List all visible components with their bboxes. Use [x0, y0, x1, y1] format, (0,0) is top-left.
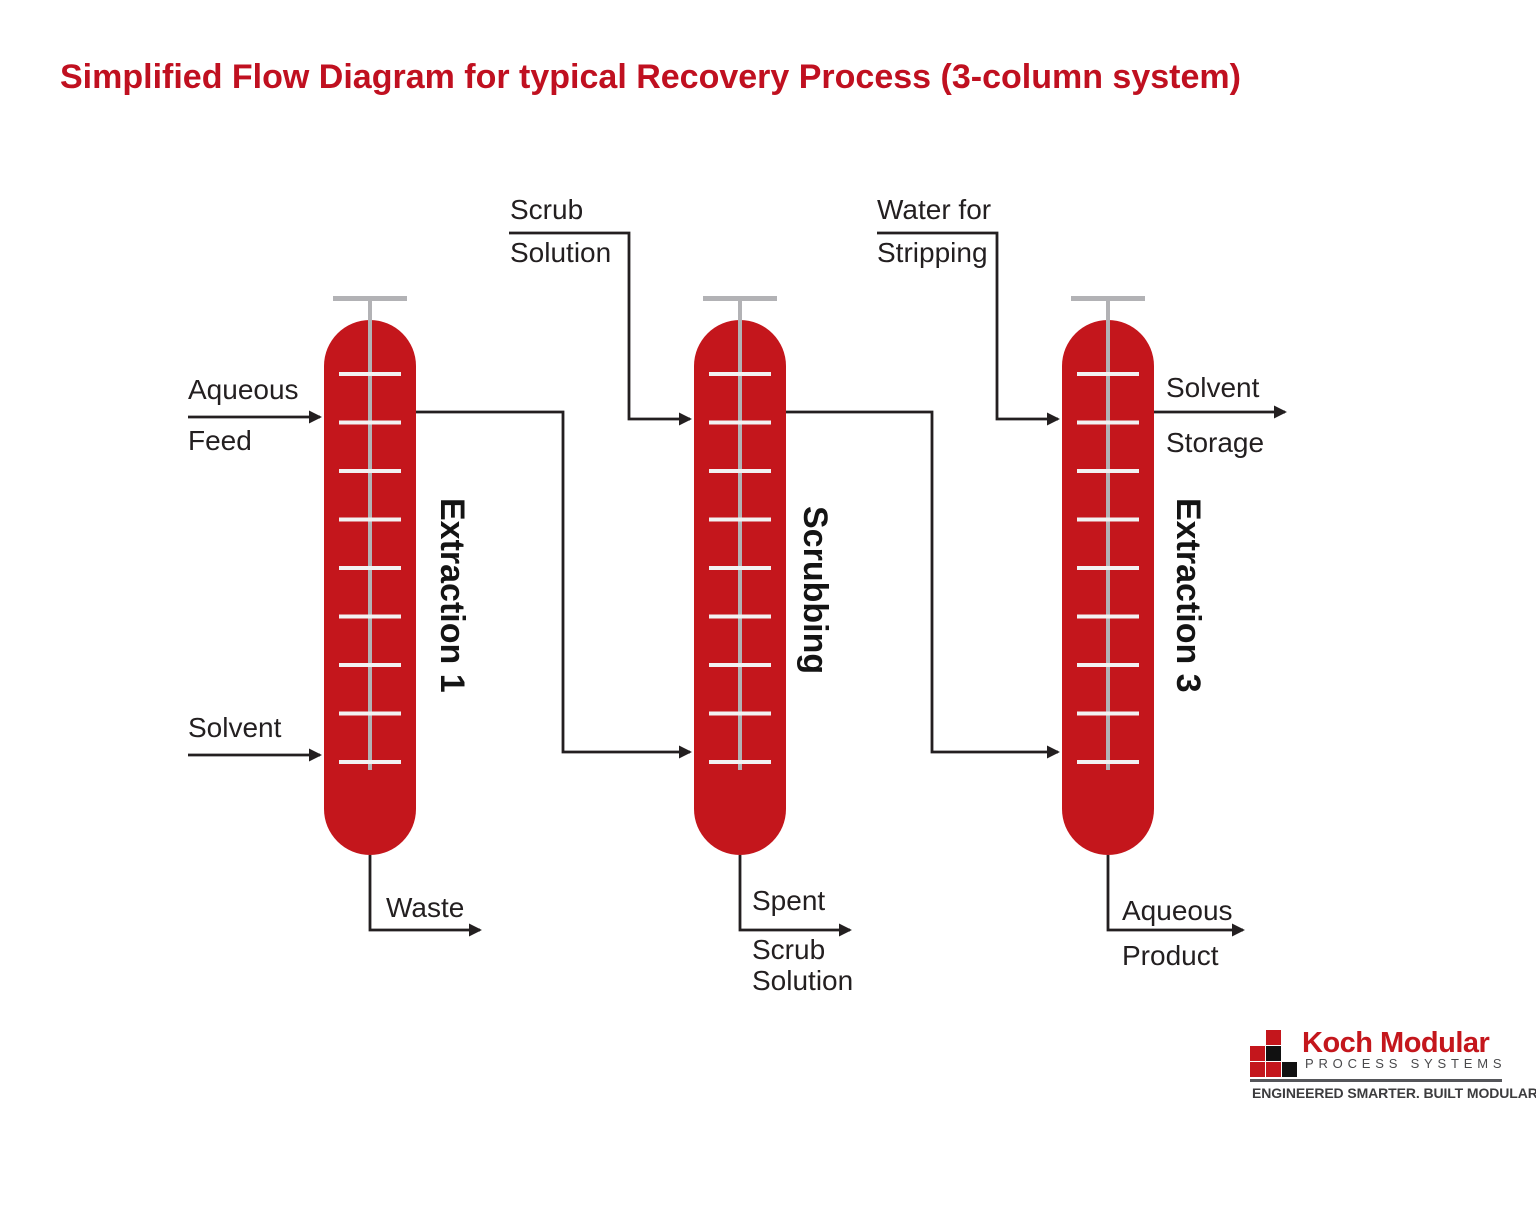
label-aqueous-feed-line2: Feed [188, 425, 252, 456]
logo-square [1250, 1062, 1265, 1077]
logo-tagline: ENGINEERED SMARTER. BUILT MODULAR. [1252, 1085, 1536, 1101]
agitator-tbar-icon [703, 296, 777, 301]
column-label-extraction-1: Extraction 1 [433, 498, 471, 693]
logo-square [1266, 1046, 1281, 1061]
column-label-scrubbing: Scrubbing [796, 506, 834, 675]
line-scrub-solution-in [509, 231, 692, 426]
line-extraction1-to-scrubbing [416, 410, 692, 759]
logo-square [1266, 1030, 1281, 1045]
line-spent-scrub-solution-out [738, 855, 852, 937]
column-trays [709, 372, 771, 764]
label-aqueous-product-line2: Product [1122, 940, 1219, 971]
logo-company-name: Koch Modular [1302, 1027, 1490, 1059]
logo-divider [1250, 1079, 1502, 1082]
column-vessel-scrubbing [694, 296, 786, 855]
label-solvent-storage-line1: Solvent [1166, 372, 1260, 403]
logo-subtitle: PROCESS SYSTEMS [1305, 1056, 1507, 1071]
agitator-tbar-icon [1071, 296, 1145, 301]
line-aqueous-product-out [1106, 855, 1245, 937]
column-vessel-extraction-3 [1062, 296, 1154, 855]
line-waste-out [368, 855, 482, 937]
label-water-for-stripping-line2: Stripping [877, 237, 988, 268]
column-label-extraction-3: Extraction 3 [1169, 498, 1207, 693]
line-water-for-stripping-in [877, 231, 1060, 426]
column-trays [1077, 372, 1139, 764]
label-scrub-solution-line2: Solution [510, 237, 612, 268]
logo-square [1250, 1046, 1265, 1061]
logo-square [1282, 1062, 1297, 1077]
label-solvent-feed: Solvent [188, 712, 282, 743]
logo-square [1266, 1062, 1281, 1077]
label-aqueous-product-line1: Aqueous [1122, 895, 1233, 926]
column-trays [339, 372, 401, 764]
label-scrub-solution-line1: Scrub [510, 194, 584, 225]
line-scrubbing-to-extraction3 [786, 410, 1060, 759]
label-waste: Waste [386, 892, 465, 923]
agitator-tbar-icon [333, 296, 407, 301]
diagram-title: Simplified Flow Diagram for typical Reco… [60, 58, 1241, 96]
label-aqueous-feed-line1: Aqueous [188, 374, 299, 405]
label-water-for-stripping-line1: Water for [877, 194, 992, 225]
label-solvent-storage-line2: Storage [1166, 427, 1265, 458]
column-vessel-extraction-1 [324, 296, 416, 855]
label-spent-scrub-solution-line1: Spent [752, 885, 826, 916]
label-spent-scrub-solution-line2: Scrub [752, 934, 826, 965]
koch-modular-logo-mark-icon [1250, 1030, 1298, 1078]
label-spent-scrub-solution-line3: Solution [752, 965, 854, 996]
